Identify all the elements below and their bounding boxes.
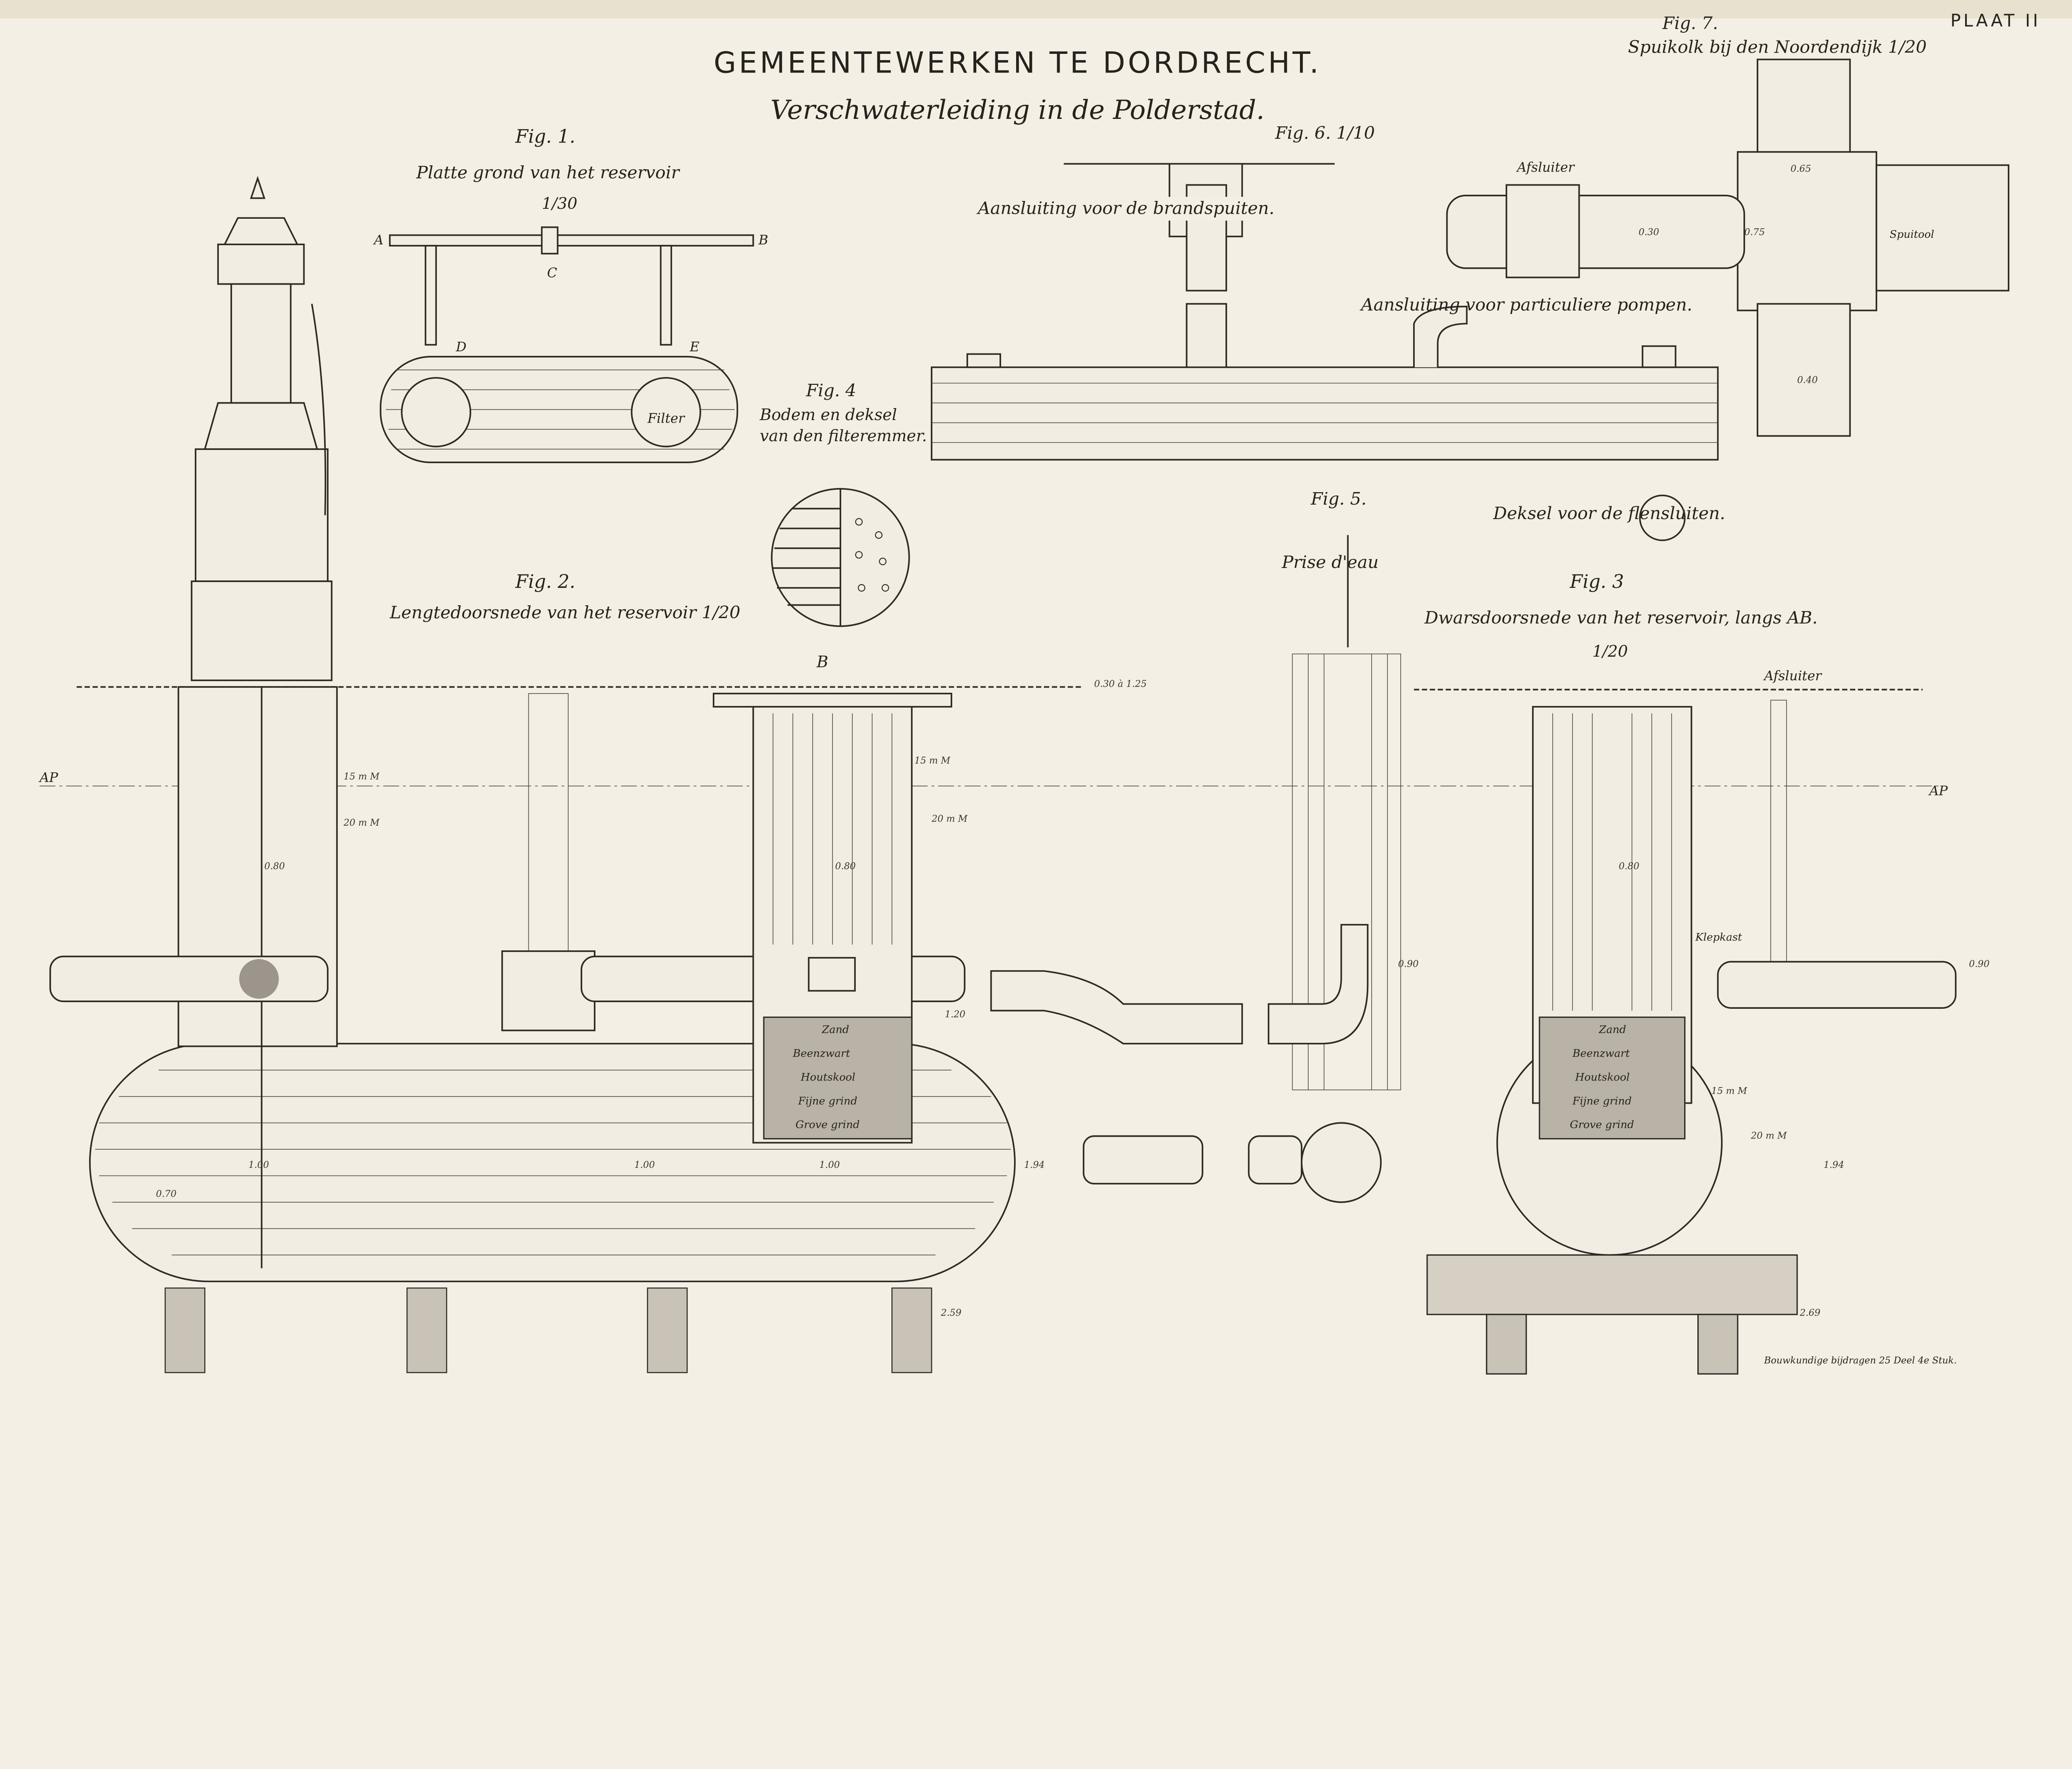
plate-title: GEMEENTEWERKEN TE DORDRECHT. [714,46,1322,80]
dim-15mm: 15 m M [344,771,380,782]
fig4-caption2: van den filteremmer. [760,427,927,445]
fig6-fire-caption: Aansluiting voor de brandspuiten. [976,198,1275,218]
fig7-label: Fig. 7. [1662,13,1718,33]
dim-100-c: 1.00 [819,1160,840,1170]
dim-194-fig3: 1.94 [1823,1160,1844,1170]
fig7-valve-label: Afsluiter [1516,160,1575,175]
layer-bone-black: Beenzwart [792,1047,850,1060]
fig7-dim-075: 0.75 [1744,227,1765,238]
fig1-plan: Fig. 1. Platte grond van het reservoir 1… [373,126,768,463]
layer-charcoal: Houtskool [800,1071,855,1083]
fig6-caption-backing [972,197,1314,221]
dim-090-fig3: 0.90 [1969,959,1990,969]
fig1-caption: Platte grond van het reservoir [416,162,680,182]
point-a: A [373,232,383,248]
fig3-scale: 1/20 [1592,642,1628,661]
fig7-dim-065: 0.65 [1791,164,1811,174]
fig3-valve-box-label: Klepkast [1695,931,1742,943]
dim-100-b: 1.00 [634,1160,655,1170]
fig4-filter-lid: Fig. 4 Bodem en deksel van den filteremm… [760,381,927,627]
dim-20mm: 20 m M [343,817,380,828]
dim-15mm-fig3: 15 m M [1711,1085,1748,1096]
fig7-caption: Spuikolk bij den Noordendijk 1/20 [1628,37,1927,57]
fig3-layer-fine-gravel: Fijne grind [1572,1095,1632,1107]
paper-edge [0,0,2072,19]
fig3-layer-coarse-gravel: Grove grind [1570,1119,1634,1131]
fig7-spout-label: Spuitool [1890,228,1934,241]
ap-mark-right: AP [1928,783,1948,799]
dim-194: 1.94 [1024,1160,1045,1170]
fig4-caption1: Bodem en deksel [760,406,897,424]
fig2-label: Fig. 2. [515,571,576,592]
fig3-layer-bone-black: Beenzwart [1572,1047,1630,1060]
plate-number: PLAAT II [1951,11,2041,31]
fig4-label: Fig. 4 [806,381,856,401]
section-mark-b: B [816,652,828,671]
fig3-layer-sand: Zand [1598,1024,1626,1036]
fig5-label: Fig. 5. [1310,489,1366,509]
cover-caption: Deksel voor de flensluiten. [1493,503,1725,523]
dim-080: 0.80 [264,861,285,872]
fig7-dim-030: 0.30 [1639,227,1659,238]
layer-sand: Zand [821,1024,849,1036]
filter-media [763,1016,913,1140]
fig3-valve-label: Afsluiter [1763,668,1822,684]
fig3-cross-section: Fig. 3 Dwarsdoorsnede van het reservoir,… [1414,571,1990,1375]
fig6-private-caption: Aansluiting voor particuliere pompen. [1359,295,1692,314]
fig1-scale: 1/30 [542,194,577,213]
fig5-water-intake: Fig. 5. Prise d'eau 0.90 [990,489,1419,1203]
dim-080-fig3: 0.80 [1619,861,1639,872]
plate-subtitle: Verschwaterleiding in de Polderstad. [770,95,1264,126]
fig3-caption: Dwarsdoorsnede van het reservoir, langs … [1424,608,1818,628]
fig7-dim-040: 0.40 [1797,375,1818,386]
dim-259: 2.59 [940,1307,961,1318]
fig6-connections: Fig. 6. 1/10 Aansluiting voor particulie… [931,123,1719,461]
fig6-label: Fig. 6. 1/10 [1275,123,1375,143]
dim-15mm-filter: 15 m M [915,755,951,766]
dim-120: 1.20 [945,1009,966,1020]
filter-label: Filter [647,410,685,426]
fig5-caption: Prise d'eau [1281,552,1379,572]
layer-coarse-gravel: Grove grind [796,1119,860,1131]
ap-mark-left: AP [39,770,58,785]
dim-20mm-fig3: 20 m M [1750,1131,1787,1141]
fig7-sluice: Fig. 7. Spuikolk bij den Noordendijk 1/2… [1446,13,2009,437]
technical-drawing-plate: GEMEENTEWERKEN TE DORDRECHT. Verschwater… [0,0,2072,1375]
fig1-label: Fig. 1. [515,126,576,147]
fig3-label: Fig. 3 [1569,571,1624,592]
main-pipe [931,366,1719,461]
dim-090-fig5: 0.90 [1398,959,1419,969]
point-e: E [690,339,700,355]
cover-disc [1639,494,1686,541]
layer-fine-gravel: Fijne grind [798,1095,857,1107]
standpipe-column [191,176,333,682]
fig3-layer-charcoal: Houtskool [1575,1071,1630,1083]
fig2-caption: Lengtedoorsnede van het reservoir 1/20 [390,602,741,622]
dim-ground: 0.30 à 1.25 [1094,679,1147,689]
dim-20mm-filter: 20 m M [931,813,968,824]
dim-269: 2.69 [1799,1307,1820,1318]
dim-070: 0.70 [156,1189,177,1199]
point-c: C [547,265,557,281]
dim-100-a: 1.00 [248,1160,269,1170]
footer-citation: Bouwkundige bijdragen 25 Deel 4e Stuk. [1764,1355,1957,1366]
point-b: B [758,232,768,248]
fig2-longitudinal-section: Fig. 2. Lengtedoorsnede van het reservoi… [39,571,1948,1373]
point-d: D [455,339,467,355]
dim-080-filter: 0.80 [835,861,856,872]
